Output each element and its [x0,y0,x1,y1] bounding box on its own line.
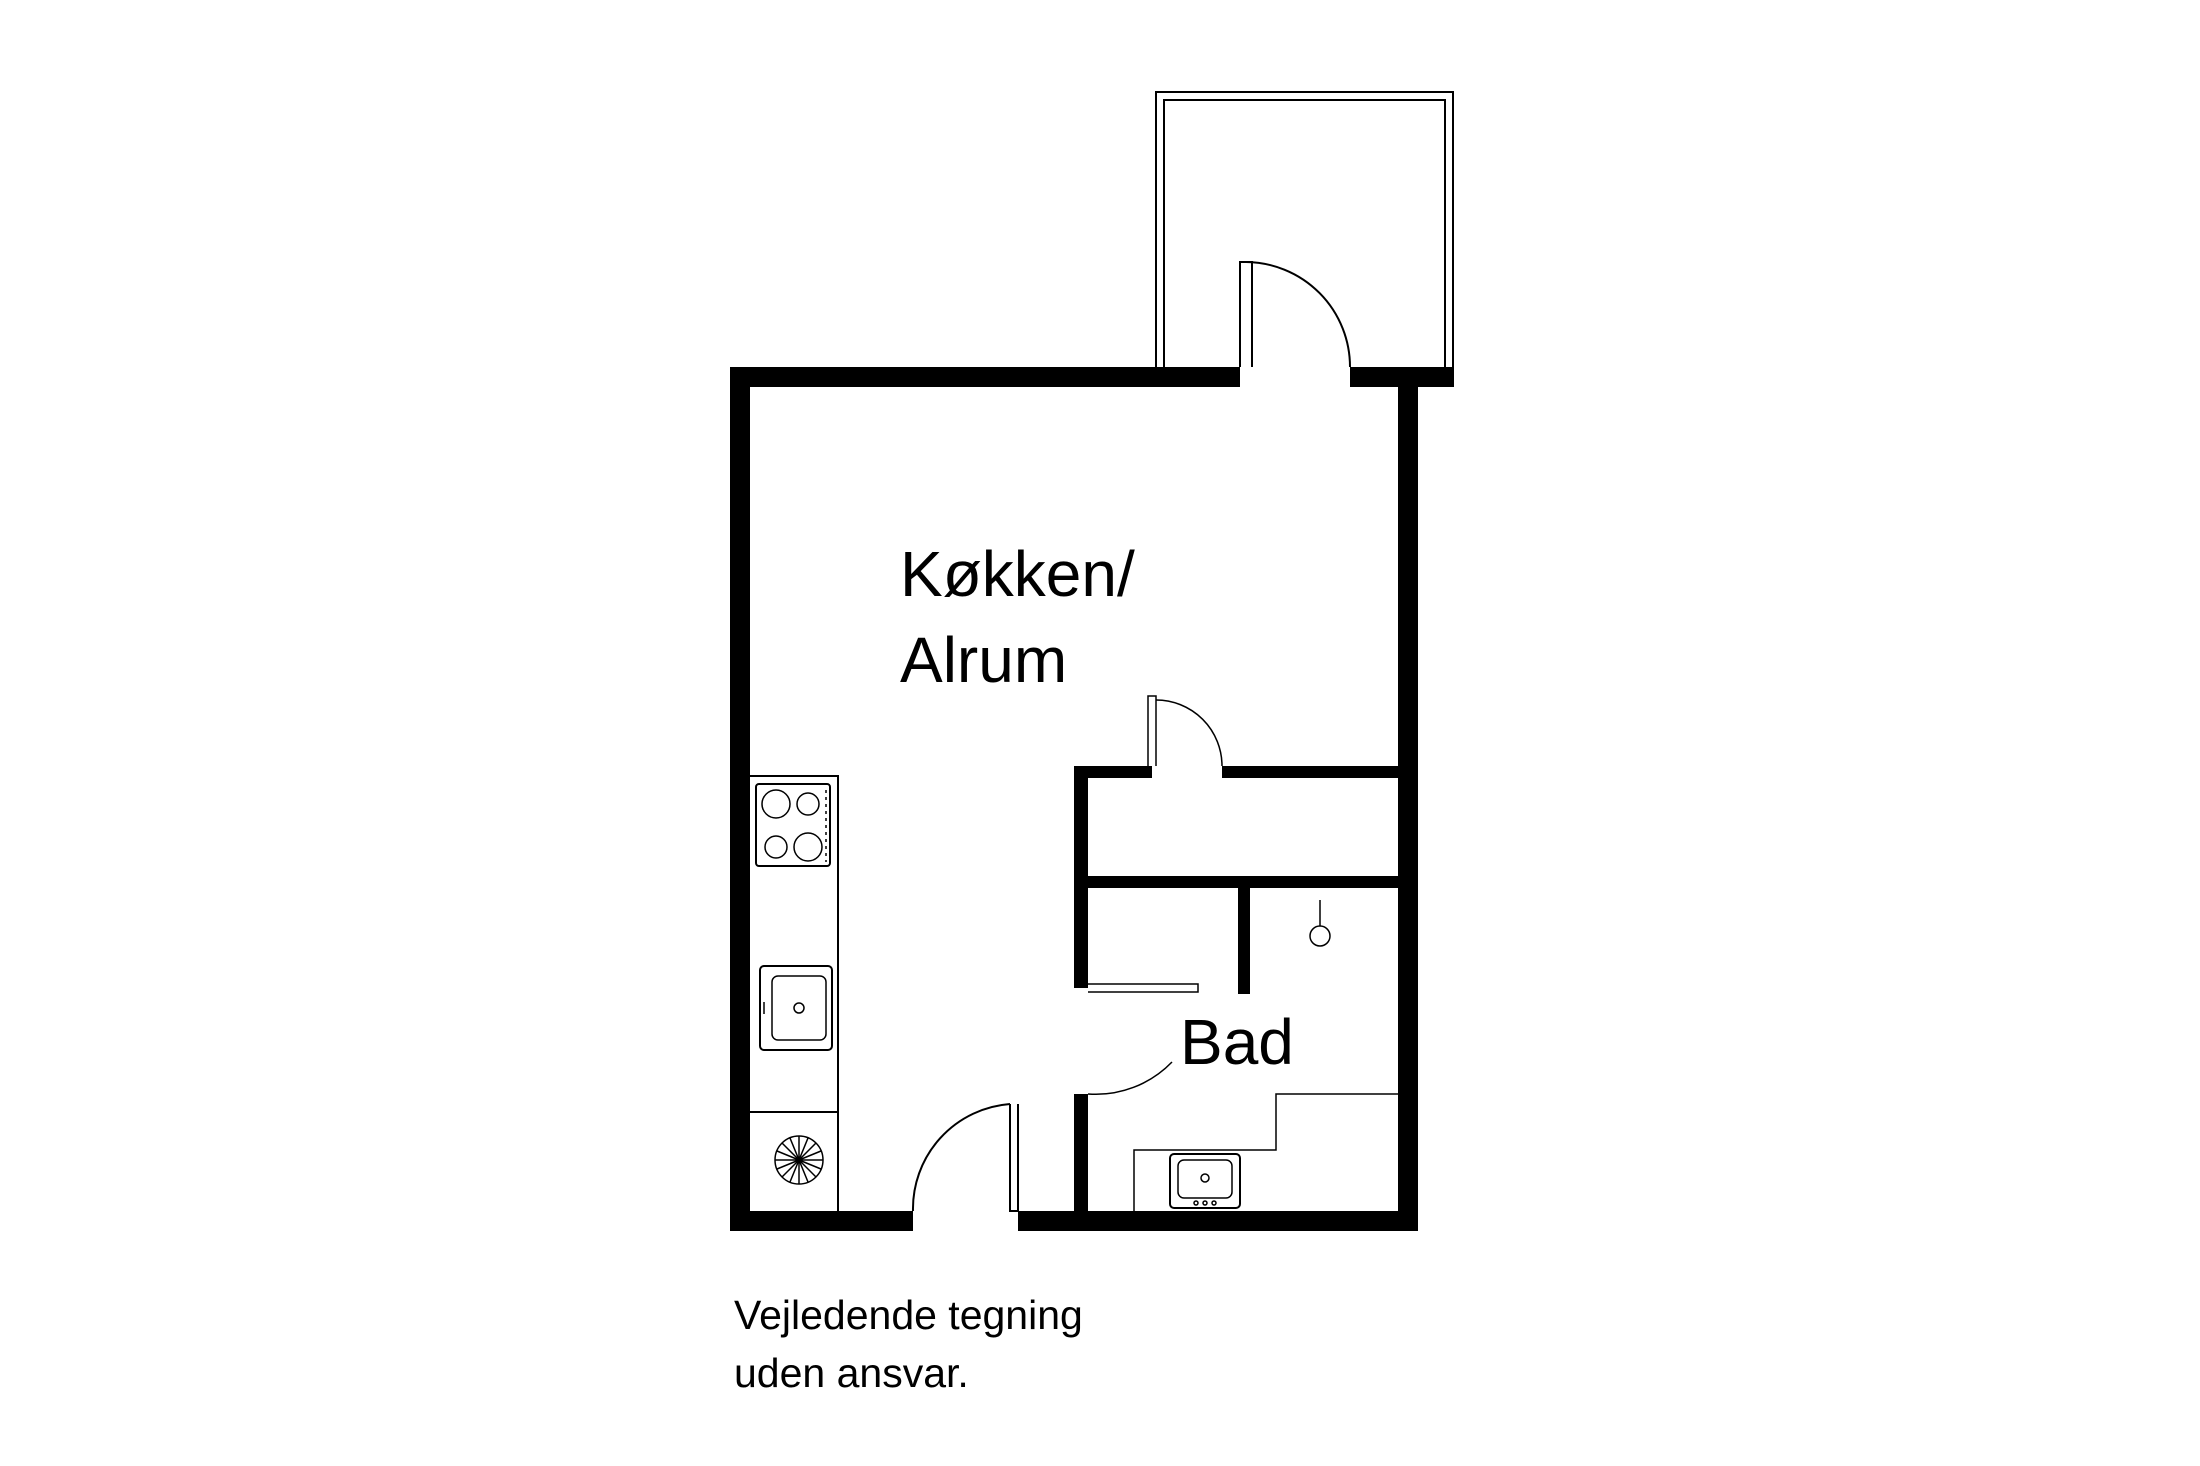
disclaimer-line-2: uden ansvar. [734,1350,969,1396]
bathroom-door [1087,983,1199,1096]
exterior-walls [730,367,1454,1231]
closet-door [1147,695,1223,767]
washing-machine-icon [774,1135,824,1185]
room-label-bathroom: Bad [1180,1006,1294,1078]
entrance-door [911,1103,1019,1212]
room-label-kitchen-line2: Alrum [900,624,1067,696]
balcony [1155,91,1454,367]
disclaimer-line-1: Vejledende tegning [734,1292,1083,1338]
shower-icon [1309,900,1331,947]
kitchen-counter [750,775,839,1211]
bathroom-sink-icon [1169,1153,1241,1209]
interior-walls [1074,766,1408,1221]
disclaimer-note: Vejledende tegning uden ansvar. [734,1286,1083,1402]
bathroom-counter [1133,1093,1408,1211]
room-label-kitchen-line1: Køkken/ [900,538,1135,610]
cooktop-icon [755,783,831,867]
balcony-door [1239,261,1351,368]
kitchen-sink-icon [759,965,833,1051]
